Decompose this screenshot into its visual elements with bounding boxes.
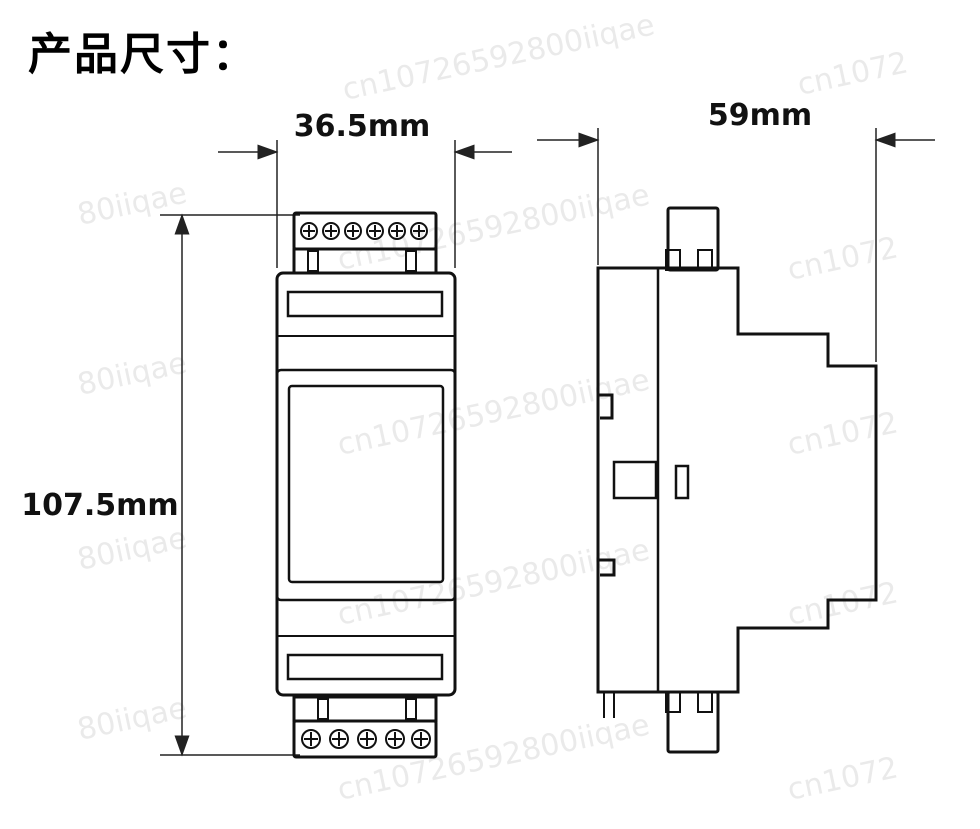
front-view xyxy=(275,211,457,759)
width-label: 36.5mm xyxy=(294,109,431,144)
watermark-text: cn1072 xyxy=(784,405,901,462)
height-label: 107.5mm xyxy=(21,488,178,523)
watermark-text: cn10726592800iiqae xyxy=(334,362,652,462)
watermark-text: cn1072 xyxy=(794,45,911,102)
depth-dimension xyxy=(537,128,935,362)
watermark-text: 80iiqae xyxy=(74,346,190,403)
watermark-text: cn1072 xyxy=(784,575,901,632)
width-dimension xyxy=(218,140,512,268)
side-view xyxy=(596,206,878,754)
watermark-text: 80iiqae xyxy=(74,176,190,233)
height-dimension xyxy=(160,213,300,757)
depth-label: 59mm xyxy=(708,98,812,133)
watermark-text: cn1072 xyxy=(784,230,901,287)
watermark-text: 80iiqae xyxy=(74,691,190,748)
watermark-text: cn1072 xyxy=(784,750,901,807)
watermark-text: 80iiqae xyxy=(74,521,190,578)
watermark-text: cn10726592800iiqae xyxy=(339,7,657,107)
page-title: 产品尺寸： xyxy=(28,29,258,80)
